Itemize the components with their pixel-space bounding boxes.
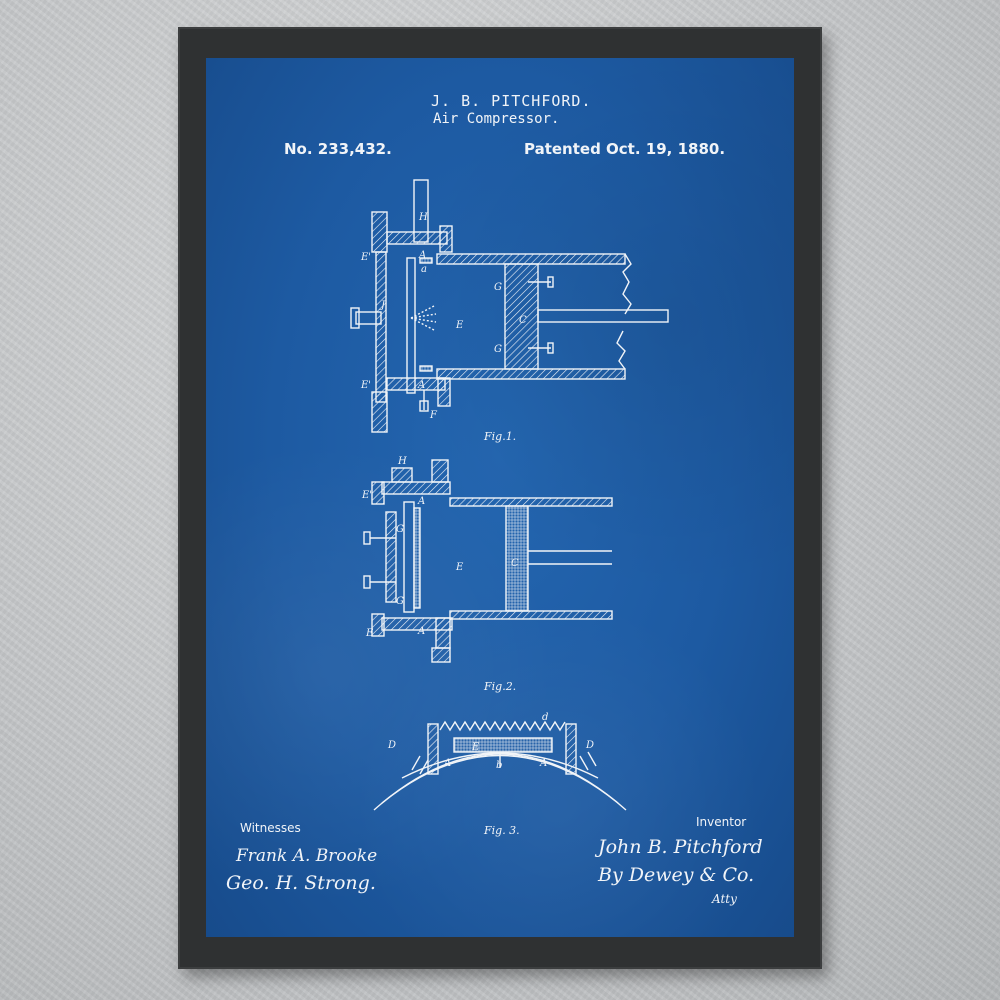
label-G-top-fig2: G	[396, 524, 404, 535]
witness-signature-2: Geo. H. Strong.	[226, 872, 376, 894]
patent-date: Patented Oct. 19, 1880.	[524, 140, 726, 158]
label-E-fig1: E	[455, 320, 464, 331]
drawing-labels: H E' A a J E G C G E' A F H E' A G E C G…	[360, 212, 594, 771]
patent-drawing: H E' A a J E G C G E' A F H E' A G E C G…	[350, 179, 669, 837]
witness-signature-1: Frank A. Brooke	[236, 846, 378, 866]
label-E-prime-fig2: E'	[361, 490, 372, 501]
label-A-bottom-fig1: A	[417, 380, 425, 391]
figure-1-caption: Fig.1.	[483, 430, 516, 443]
label-G-bottom-fig2: G	[396, 596, 404, 607]
inventor-label: Inventor	[696, 815, 747, 829]
label-C-fig1: C	[519, 315, 527, 326]
label-E-prime-fig1: E'	[360, 252, 371, 263]
label-A-right-fig3: A	[539, 758, 547, 769]
label-F-fig1: F	[429, 410, 438, 421]
label-H-fig1: H	[418, 212, 428, 223]
label-D-right-fig3: D	[585, 740, 594, 751]
figure-3-drawing	[373, 720, 627, 811]
label-A-fig2: A	[417, 496, 425, 507]
blueprint-print: J. B. PITCHFORD. Air Compressor. No. 233…	[206, 58, 794, 937]
label-G-bottom-fig1: G	[494, 344, 502, 355]
label-G-top-fig1: G	[494, 282, 502, 293]
label-C-fig2: C	[511, 558, 519, 569]
label-E-prime-2-fig1: E'	[360, 380, 371, 391]
inventor-signature: John B. Pitchford	[598, 836, 763, 858]
figure-3-caption: Fig. 3.	[483, 824, 520, 837]
attorney-abbrev: Atty	[712, 892, 737, 906]
patent-number: No. 233,432.	[284, 140, 392, 158]
label-A-left-fig3: A	[443, 758, 451, 769]
label-a-fig1: a	[421, 264, 427, 275]
figure-2-caption: Fig.2.	[483, 680, 516, 693]
figure-2-drawing	[363, 459, 613, 663]
patent-title: Air Compressor.	[433, 111, 560, 127]
label-d-fig3: d	[542, 712, 548, 723]
label-E-fig2-bottom: E	[365, 628, 374, 639]
label-H-fig2: H	[397, 456, 407, 467]
attorney-signature: By Dewey & Co.	[598, 864, 755, 886]
label-A-fig1: A	[418, 250, 426, 261]
label-E-fig2: E	[455, 562, 464, 573]
label-E-fig3: E	[471, 742, 480, 753]
label-D-left-fig3: D	[387, 740, 396, 751]
label-A-bottom-fig2: A	[417, 626, 425, 637]
inventor-name: J. B. PITCHFORD.	[431, 92, 592, 110]
figure-1-drawing	[350, 179, 669, 433]
label-J-fig1: J	[379, 300, 386, 311]
witnesses-label: Witnesses	[240, 821, 301, 835]
picture-frame: J. B. PITCHFORD. Air Compressor. No. 233…	[178, 27, 822, 969]
label-b-fig3: b	[496, 760, 502, 771]
